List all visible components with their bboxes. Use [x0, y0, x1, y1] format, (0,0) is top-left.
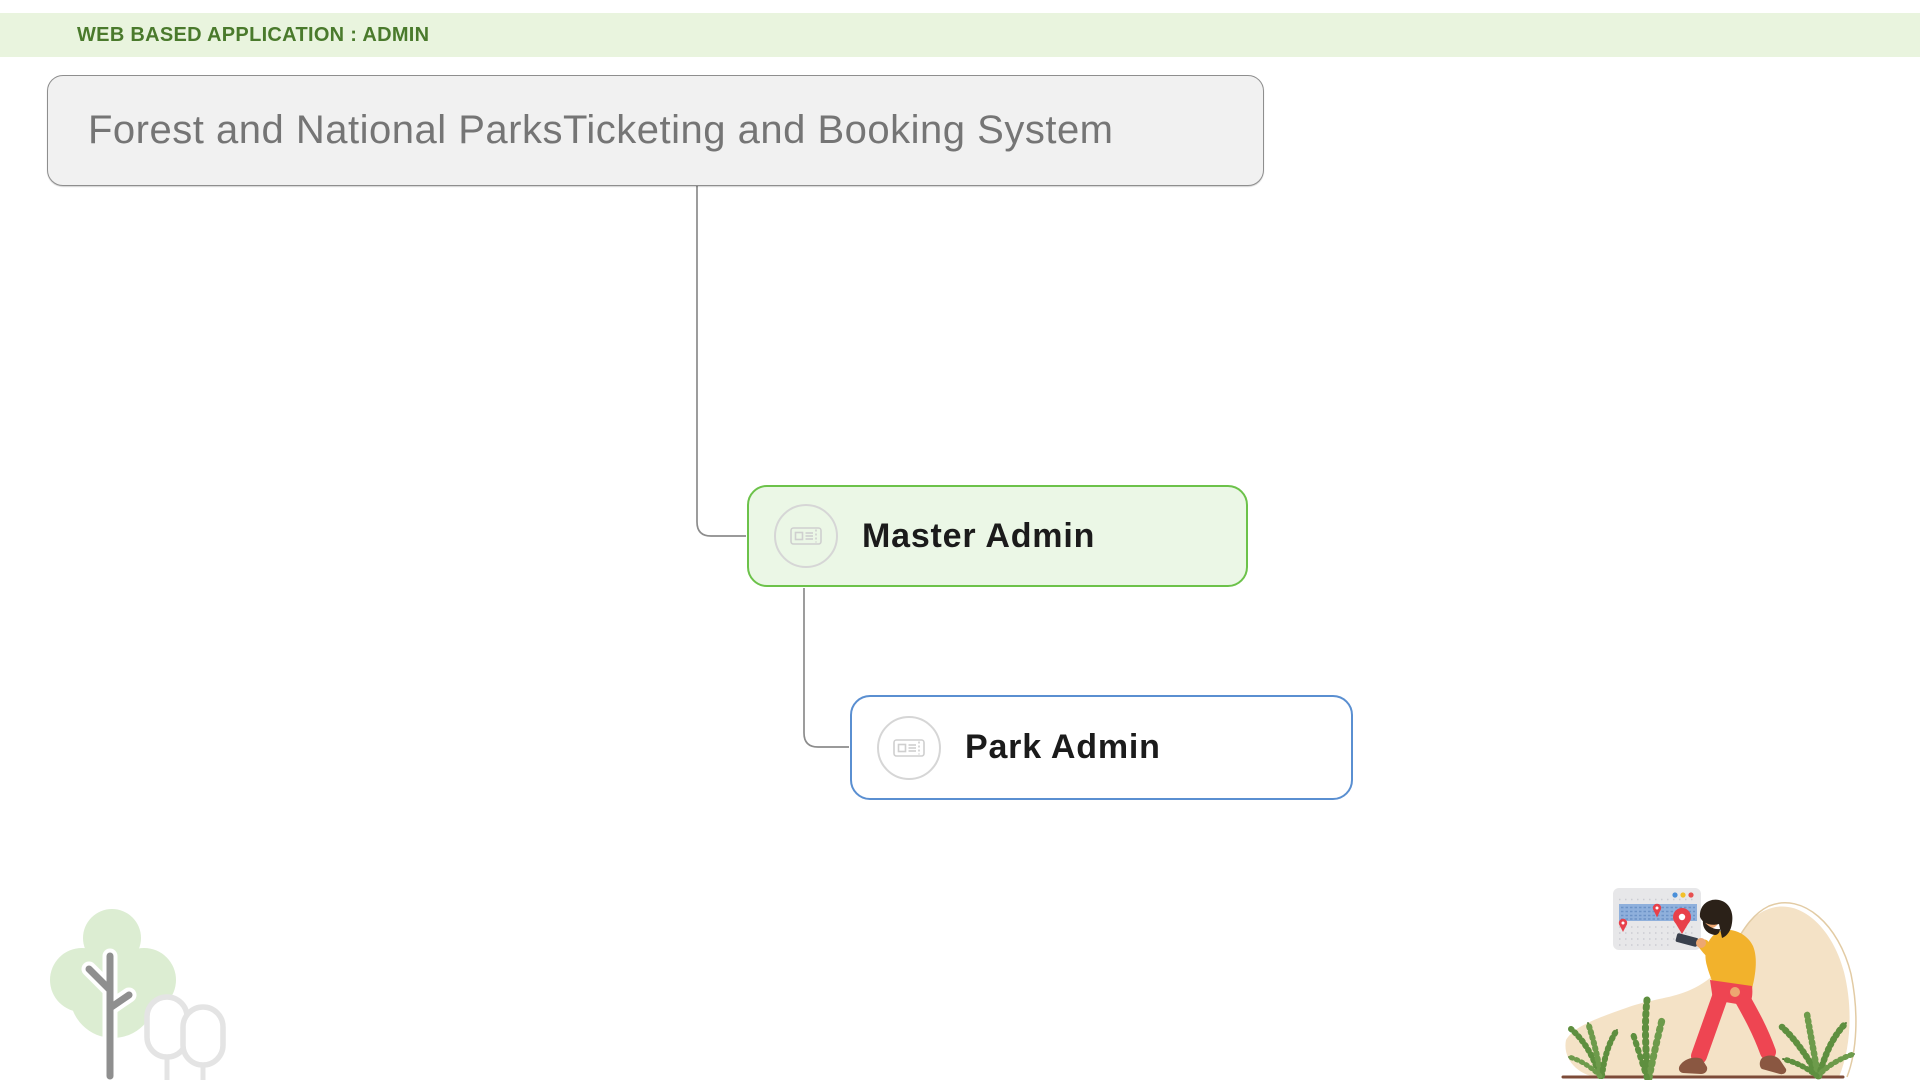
- diagram-root-label: Forest and National ParksTicketing and B…: [88, 108, 1114, 152]
- diagram-root-node[interactable]: Forest and National ParksTicketing and B…: [47, 75, 1264, 186]
- back-leg: [1734, 990, 1776, 1060]
- background-blob: [1565, 906, 1850, 1077]
- tree-trunk: [81, 948, 137, 1080]
- phone: [1675, 933, 1699, 947]
- outline-trees: [144, 994, 226, 1080]
- plants: [1566, 996, 1857, 1080]
- app-header: WEB BASED APPLICATION : ADMIN: [0, 13, 1920, 57]
- node-park-admin-label: Park Admin: [965, 728, 1161, 766]
- connector-master-to-park: [803, 588, 849, 748]
- beard: [1702, 920, 1720, 935]
- walking-man: [1675, 899, 1787, 1075]
- node-master-admin[interactable]: Master Admin: [747, 485, 1248, 587]
- hand: [1696, 938, 1706, 948]
- ticket-icon-circle: [877, 715, 941, 780]
- fern-left: [1566, 1020, 1620, 1079]
- app-header-title: WEB BASED APPLICATION : ADMIN: [77, 23, 430, 46]
- ticket-icon: [893, 738, 925, 757]
- man-walking-with-map-illustration: [1561, 888, 1857, 1080]
- connector-root-to-master: [696, 186, 746, 537]
- ticket-icon-circle: [774, 504, 838, 568]
- hip-hand: [1730, 987, 1740, 997]
- plant-middle: [1630, 996, 1666, 1080]
- window-dots: [1672, 892, 1694, 898]
- node-master-admin-label: Master Admin: [862, 516, 1096, 555]
- trees-illustration: [50, 909, 226, 1080]
- front-leg: [1691, 986, 1729, 1064]
- node-park-admin[interactable]: Park Admin: [850, 695, 1353, 800]
- front-shoe: [1678, 1057, 1708, 1074]
- back-shoe: [1759, 1055, 1787, 1075]
- hair: [1699, 899, 1733, 938]
- fern-right: [1778, 1010, 1857, 1080]
- arm: [1698, 939, 1752, 969]
- ticket-icon: [790, 527, 822, 545]
